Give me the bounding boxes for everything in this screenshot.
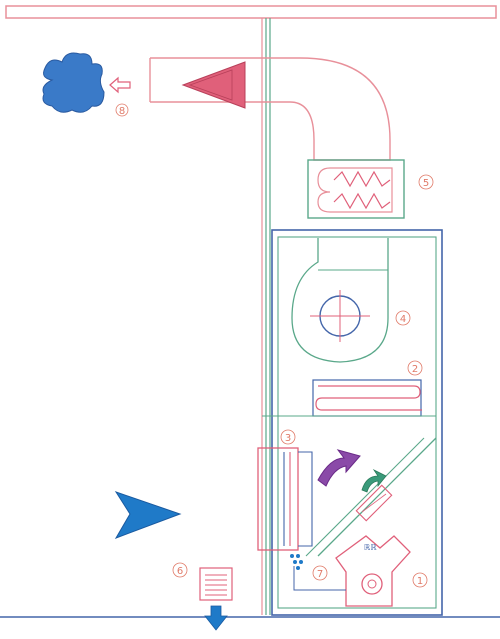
outlet-arrow	[109, 76, 131, 94]
droplet-1	[290, 554, 294, 558]
label-2: 2	[412, 364, 418, 375]
label-5: 5	[423, 178, 429, 189]
label-3: 3	[285, 433, 291, 444]
diagonal-coil-2	[305, 437, 425, 557]
label-4-circle	[395, 310, 411, 326]
supply-air-arrow	[181, 61, 246, 109]
ceiling-beam	[5, 5, 497, 19]
droplet-4	[299, 560, 303, 564]
compressor-mark: ℝℝ	[364, 543, 377, 552]
label-4: 4	[400, 314, 406, 325]
return-air-arrow	[317, 449, 361, 487]
label-3-circle	[280, 429, 296, 445]
filter-frame	[257, 447, 299, 551]
droplet-5	[296, 566, 300, 570]
label-1: 1	[417, 576, 423, 587]
compressor-motor-core	[367, 579, 377, 589]
blower-scroll	[291, 238, 389, 363]
heater-housing	[307, 159, 405, 219]
diagonal-coil	[317, 437, 437, 557]
drain-down-arrow	[204, 605, 228, 631]
compressor-body	[335, 535, 411, 607]
label-6-circle	[172, 562, 188, 578]
diagonal-valve	[355, 484, 393, 522]
label-5-circle	[418, 174, 434, 190]
label-1-circle	[412, 572, 428, 588]
heater-element-bottom	[333, 192, 391, 210]
floor-grille	[199, 567, 233, 601]
label-8: 8	[119, 106, 125, 117]
cabinet-outer	[271, 229, 443, 616]
supply-air-arrow-inner	[188, 69, 233, 101]
heater-element-top	[333, 170, 391, 188]
compressor-motor	[361, 573, 383, 595]
droplet-3	[293, 560, 297, 564]
heater-coil	[317, 167, 393, 213]
evaporator-coil-tubes	[315, 385, 422, 411]
filter-pipe	[298, 451, 313, 547]
diagonal-valve-cross-1	[361, 493, 387, 513]
conditioned-air-cloud	[42, 52, 105, 113]
label-2-circle	[407, 360, 423, 376]
airflow-small-arrow	[361, 468, 387, 493]
label-7: 7	[317, 569, 323, 580]
supply-duct	[150, 57, 391, 161]
drain-pipe	[293, 566, 346, 591]
label-6: 6	[177, 566, 183, 577]
label-8-circle	[115, 103, 129, 117]
droplet-2	[296, 554, 300, 558]
intake-air-arrow	[114, 491, 182, 539]
cabinet-inner	[277, 236, 437, 609]
label-7-circle	[312, 565, 328, 581]
